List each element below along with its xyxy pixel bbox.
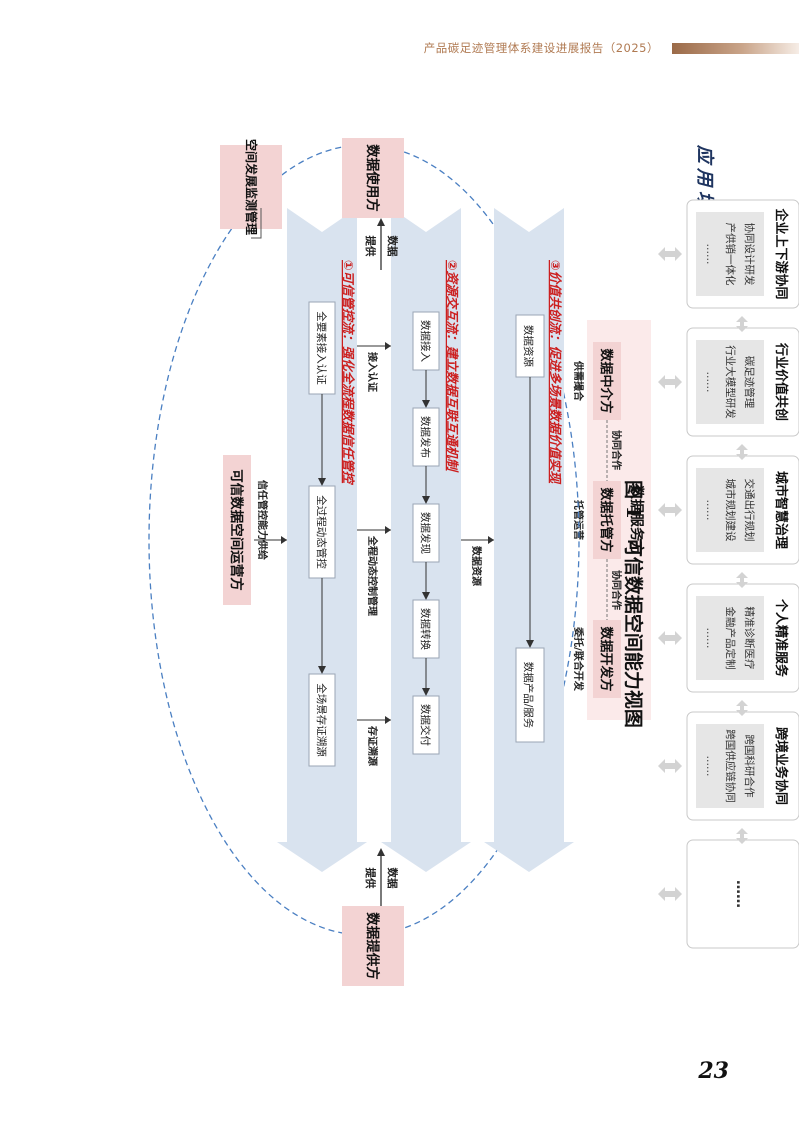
resource-step: 数据交付 (419, 704, 432, 746)
control-step: 全场景存证溯源 (315, 683, 328, 757)
scene-item: 交通出行规划 (743, 479, 756, 542)
provider-label: 数据提供方 (364, 912, 381, 980)
control-step: 全要素接入认证 (315, 311, 328, 385)
scene-item: 产供销一体化 (724, 223, 737, 286)
capability-diagram-frame: 应用场景 企业上下游协同 协同设计研发 产供销一体化 …… 行业价值共创 碳足迹… (0, 120, 799, 1000)
scene-item: …… (704, 500, 716, 521)
data-supply-left-top: 数据 (386, 867, 399, 889)
user-label: 数据使用方 (364, 144, 381, 212)
control-flow-steps: 全要素接入认证 全过程动态管控 全场景存证溯源 (308, 301, 336, 767)
scene-item: 跨国供应链协同 (724, 729, 737, 803)
provider-box (342, 906, 404, 986)
value-flow-arrowhead (526, 640, 534, 648)
monitor-bracket (251, 208, 262, 239)
header-accent-bar (672, 43, 799, 54)
user-box (342, 138, 404, 218)
role-box-custodian (593, 481, 621, 559)
scene-item: 金融产品定制 (724, 607, 737, 670)
scene-box: …… (686, 839, 799, 949)
scene-item: 碳足迹管理 (743, 356, 756, 409)
capability-diagram: 应用场景 企业上下游协同 协同设计研发 产供销一体化 …… 行业价值共创 碳足迹… (148, 138, 799, 986)
value-end-box (515, 647, 545, 743)
resource-connector-arrowhead (488, 536, 494, 544)
resource-step: 数据发布 (419, 416, 432, 458)
scene-item: …… (704, 244, 716, 265)
role-label-custodian: 数据托管方 (598, 487, 614, 552)
scene-connector-arrows (658, 247, 748, 901)
scene-item: …… (704, 628, 716, 649)
figure-caption: 图 1 可信数据空间能力视图 (611, 480, 657, 740)
operator-label: 可信数据空间运营方 (228, 469, 245, 591)
scene-title: 行业价值共创 (773, 342, 789, 421)
role-box-intermediary (593, 342, 621, 420)
data-supply-right-arrowhead (377, 218, 385, 226)
service-party-label: 数据服务方 (628, 485, 645, 555)
scene-item: 精准诊断医疗 (743, 607, 756, 670)
value-start-label: 数据资源 (522, 325, 535, 367)
flow-label-value: ③价值共创流：促进多场景数据价值实现 (548, 260, 563, 485)
scene-title: 城市智慧治理 (773, 471, 789, 549)
resource-step: 数据发现 (419, 512, 432, 554)
mid-label-access: 接入认证 (366, 352, 379, 392)
data-supply-left-arrowhead (377, 848, 385, 856)
role-action-hosting: 托管运营 (572, 500, 585, 540)
scene-item: 城市规划建设 (724, 479, 737, 542)
role-label-developer: 数据开发方 (598, 626, 614, 691)
figure-caption-text: 图 1 可信数据空间能力视图 (622, 480, 645, 728)
role-action-matching: 供需撮合 (572, 360, 585, 402)
scene-box: 企业上下游协同 协同设计研发 产供销一体化 …… (686, 199, 799, 309)
scene-box: 行业价值共创 碳足迹管理 行业大模型研发 …… (686, 327, 799, 437)
data-supply-left-bottom: 提供 (364, 868, 377, 889)
monitor-box (220, 145, 282, 229)
resource-flow-steps: 数据接入 数据发布 数据发现 数据转换 数据交付 (412, 311, 440, 755)
flow-label-resource: ②资源交互流：建立数据互联互通机制 (445, 260, 460, 473)
role-box-developer (593, 620, 621, 698)
data-supply-right-bottom: 提供 (364, 236, 377, 257)
data-supply-right-top: 数据 (386, 235, 399, 257)
scene-title: 企业上下游协同 (773, 207, 789, 299)
flow-arrow-value (484, 208, 574, 872)
operator-box (223, 455, 251, 605)
scene-title: 个人精准服务 (773, 598, 789, 678)
resource-step: 数据接入 (419, 320, 432, 362)
cooperation-label-left: 协同合作 (610, 430, 623, 470)
scene-item: 跨国科研合作 (743, 735, 756, 798)
page-number: 23 (698, 1058, 729, 1084)
flow-label-control: ①可信管控流：强化全流程数据信任管控 (341, 260, 356, 486)
trust-supply-label: 信任管控能力供给 (256, 480, 269, 560)
mid-label-resource: 数据资源 (470, 546, 483, 586)
resource-step: 数据转换 (419, 608, 432, 650)
scene-title: …… (733, 880, 749, 908)
mid-label-trace: 存证溯源 (366, 726, 379, 766)
control-connectors (357, 342, 391, 724)
report-header-title: 产品碳足迹管理体系建设进展报告（2025） (423, 41, 659, 55)
scene-item: 协同设计研发 (743, 223, 756, 286)
cooperation-label-right: 协同合作 (610, 570, 623, 610)
control-step: 全过程动态管控 (315, 495, 328, 569)
role-label-intermediary: 数据中介方 (598, 348, 614, 413)
scene-item: …… (704, 372, 716, 393)
scene-item: …… (704, 756, 716, 777)
role-action-dev: 委托/联合开发 (572, 626, 585, 692)
value-end-label: 数据产品/服务 (522, 662, 535, 729)
scene-box: 个人精准服务 精准诊断医疗 金融产品定制 …… (686, 583, 799, 693)
scene-item: 行业大模型研发 (724, 345, 737, 419)
scene-title: 跨境业务协同 (773, 727, 789, 805)
monitor-label: 空间发展监测管理 (244, 139, 259, 235)
mid-label-control: 全程动态控制管理 (366, 535, 379, 616)
trust-supply-arrowhead (281, 536, 287, 544)
scene-box: 跨境业务协同 跨国科研合作 跨国供应链协同 …… (686, 711, 799, 821)
scene-box: 城市智慧治理 交通出行规划 城市规划建设 …… (686, 455, 799, 565)
